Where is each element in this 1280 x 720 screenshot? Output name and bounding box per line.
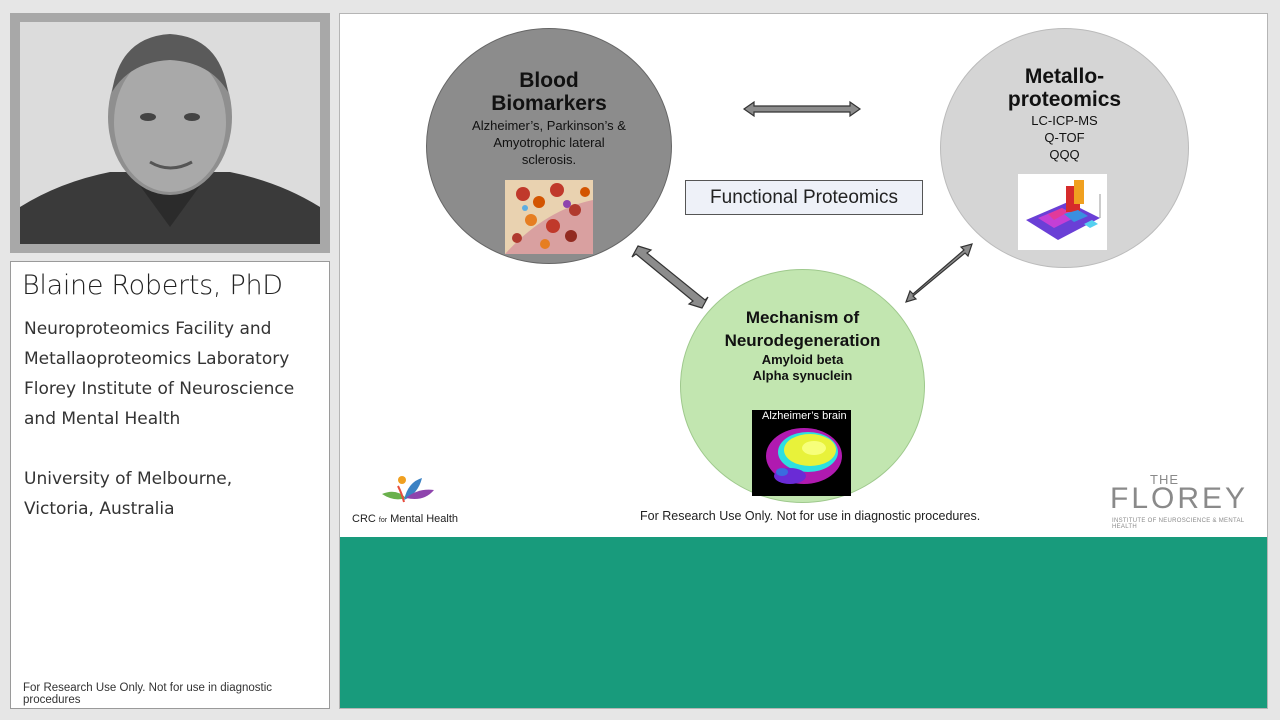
functional-proteomics-box: Functional Proteomics (685, 180, 923, 215)
speaker-name: Blaine Roberts, PhD (22, 270, 283, 301)
speaker-photo-frame (10, 13, 330, 253)
double-arrow-top (742, 100, 862, 118)
metallo-title-line1: Metallo- (1024, 65, 1105, 88)
crc-logo-main: CRC (352, 513, 376, 525)
speaker-photo (20, 22, 320, 244)
blood-sub-line3: sclerosis. (521, 152, 577, 167)
mech-title-line2: Neurodegeneration (724, 331, 881, 350)
metalloproteomics-circle: Metallo- proteomics LC-ICP-MS Q-TOF QQQ (940, 28, 1189, 268)
mech-item2: Alpha synuclein (752, 368, 853, 383)
speaker-info-panel: Blaine Roberts, PhD Neuroproteomics Faci… (10, 261, 330, 709)
slide-disclaimer: For Research Use Only. Not for use in di… (640, 509, 981, 523)
speaker-affiliation: Neuroproteomics Facility and Metallaopro… (24, 319, 295, 429)
metallo-item3: QQQ (1049, 147, 1080, 162)
green-footer-band (340, 537, 1267, 708)
florey-logo-subtitle: INSTITUTE OF NEUROSCIENCE & MENTAL HEALT… (1112, 518, 1245, 530)
metallo-title-line2: proteomics (1007, 88, 1122, 111)
florey-logo-name: FLOREY (1110, 482, 1249, 515)
speaker-university: University of Melbourne, Victoria, Austr… (24, 469, 233, 519)
crc-logo-text: CRC for Mental Health (352, 513, 458, 525)
arrows-layer (631, 100, 973, 309)
crc-logo-rest: Mental Health (390, 513, 459, 525)
mech-title-line1: Mechanism of (745, 308, 860, 327)
blood-title-line2: Biomarkers (491, 92, 607, 115)
florey-logo-the: THE (1150, 472, 1179, 487)
mass-spec-plot-image (1018, 174, 1107, 250)
metallo-item1: LC-ICP-MS (1031, 113, 1098, 128)
mechanism-circle: Mechanism of Neurodegeneration Amyloid b… (680, 269, 925, 503)
speaker-portrait-image (20, 22, 320, 244)
alzheimers-brain-label: Alzheimer’s brain (762, 410, 847, 422)
blood-sub-line2: Amyotrophic lateral (493, 135, 605, 150)
presentation-slide: Blood Biomarkers Alzheimer’s, Parkinson’… (339, 13, 1268, 709)
double-arrow-left (631, 245, 709, 309)
double-arrow-right (905, 243, 973, 303)
blood-sub-line1: Alzheimer’s, Parkinson’s & (472, 118, 626, 133)
mech-item1: Amyloid beta (761, 352, 844, 367)
blood-biomarkers-circle: Blood Biomarkers Alzheimer’s, Parkinson’… (426, 28, 672, 264)
crc-logo-icon (382, 476, 434, 503)
left-disclaimer: For Research Use Only. Not for use in di… (23, 682, 273, 706)
blood-title-line1: Blood (519, 69, 579, 92)
crc-logo-small: for (378, 517, 388, 524)
metallo-item2: Q-TOF (1044, 130, 1085, 145)
alzheimers-brain-image: Alzheimer’s brain (752, 410, 851, 496)
blood-cells-image (505, 180, 593, 254)
